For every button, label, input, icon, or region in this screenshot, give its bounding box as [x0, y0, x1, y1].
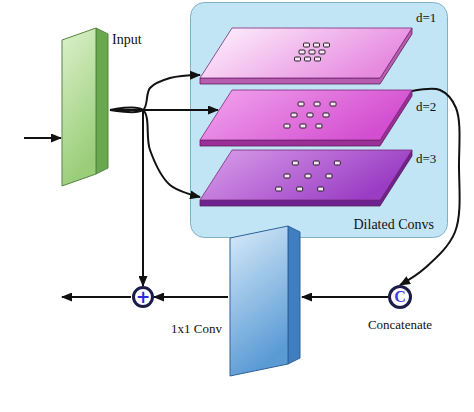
- kernel-dot: [318, 187, 324, 191]
- kernel-dot: [305, 174, 311, 178]
- slab-shape: [228, 226, 302, 376]
- connector-arrow: [154, 296, 228, 298]
- kernel-dot: [313, 43, 319, 47]
- slab-shape: [60, 28, 110, 186]
- add-op: +: [132, 286, 154, 308]
- group-panel: [191, 3, 448, 238]
- output-arrow: [62, 296, 131, 298]
- concat-symbol: C: [391, 288, 409, 306]
- kernel-dot: [319, 50, 325, 54]
- plane-edge: [200, 28, 412, 84]
- plane-face: [200, 28, 412, 78]
- kernel-dot: [291, 113, 297, 117]
- connector-arrow: [110, 75, 200, 112]
- kernel-dot: [292, 161, 298, 165]
- conv1x1-tensor: 1x1 Conv: [228, 226, 302, 376]
- kernel-dot: [314, 102, 320, 106]
- kernel-dot: [323, 43, 329, 47]
- plane-shape: [200, 150, 414, 206]
- connector-arrow: [400, 89, 460, 285]
- dilation-label: d=3: [416, 152, 436, 166]
- connector-arrow: [110, 107, 200, 197]
- kernel-dot: [276, 187, 282, 191]
- panel-layer: [191, 3, 448, 238]
- kernel-dot: [309, 50, 315, 54]
- add-symbol: +: [135, 289, 151, 305]
- kernel-dot: [316, 124, 322, 128]
- dilated-conv-group: Dilated Convsd=1d=2d=3: [190, 2, 448, 238]
- concat-label: Concatenate: [368, 318, 432, 332]
- input-arrow: [24, 137, 61, 139]
- kernel-dot: [305, 57, 311, 61]
- dilation-label: d=2: [416, 100, 436, 114]
- kernel-dot: [300, 124, 306, 128]
- kernel-dot: [284, 124, 290, 128]
- dilated-conv-plane: d=2: [200, 90, 414, 146]
- plane-face: [200, 90, 412, 140]
- kernel-dot: [326, 174, 332, 178]
- kernel-dot: [299, 50, 305, 54]
- kernel-dot: [307, 113, 313, 117]
- kernel-dot: [315, 57, 321, 61]
- input-label: Input: [112, 32, 142, 47]
- kernel-dot: [298, 102, 304, 106]
- kernel-dot: [323, 113, 329, 117]
- slab-side: [288, 226, 300, 364]
- plane-shape: [200, 28, 414, 84]
- kernel-dot: [334, 161, 340, 165]
- plane-shape: [200, 90, 414, 146]
- concat-op: CConcatenate: [388, 285, 412, 309]
- slab-side: [96, 28, 108, 174]
- kernel-dot: [303, 43, 309, 47]
- kernel-dot: [297, 187, 303, 191]
- dilated-conv-plane: d=3: [200, 150, 414, 206]
- plane-edge: [200, 90, 412, 146]
- group-label: Dilated Convs: [354, 217, 435, 232]
- plane-edge: [200, 150, 412, 206]
- slab-front: [230, 226, 288, 376]
- kernel-dot: [284, 174, 290, 178]
- connector-arrow: [302, 296, 388, 298]
- conv-label: 1x1 Conv: [171, 322, 222, 336]
- kernel-dot: [313, 161, 319, 165]
- dilation-label: d=1: [416, 11, 436, 25]
- slab-front: [62, 28, 96, 186]
- kernel-dot: [330, 102, 336, 106]
- plane-face: [200, 150, 412, 200]
- dilated-conv-plane: d=1: [200, 28, 414, 84]
- connector-arrow: [110, 110, 143, 286]
- kernel-dot: [295, 57, 301, 61]
- input-tensor: Input: [60, 28, 110, 186]
